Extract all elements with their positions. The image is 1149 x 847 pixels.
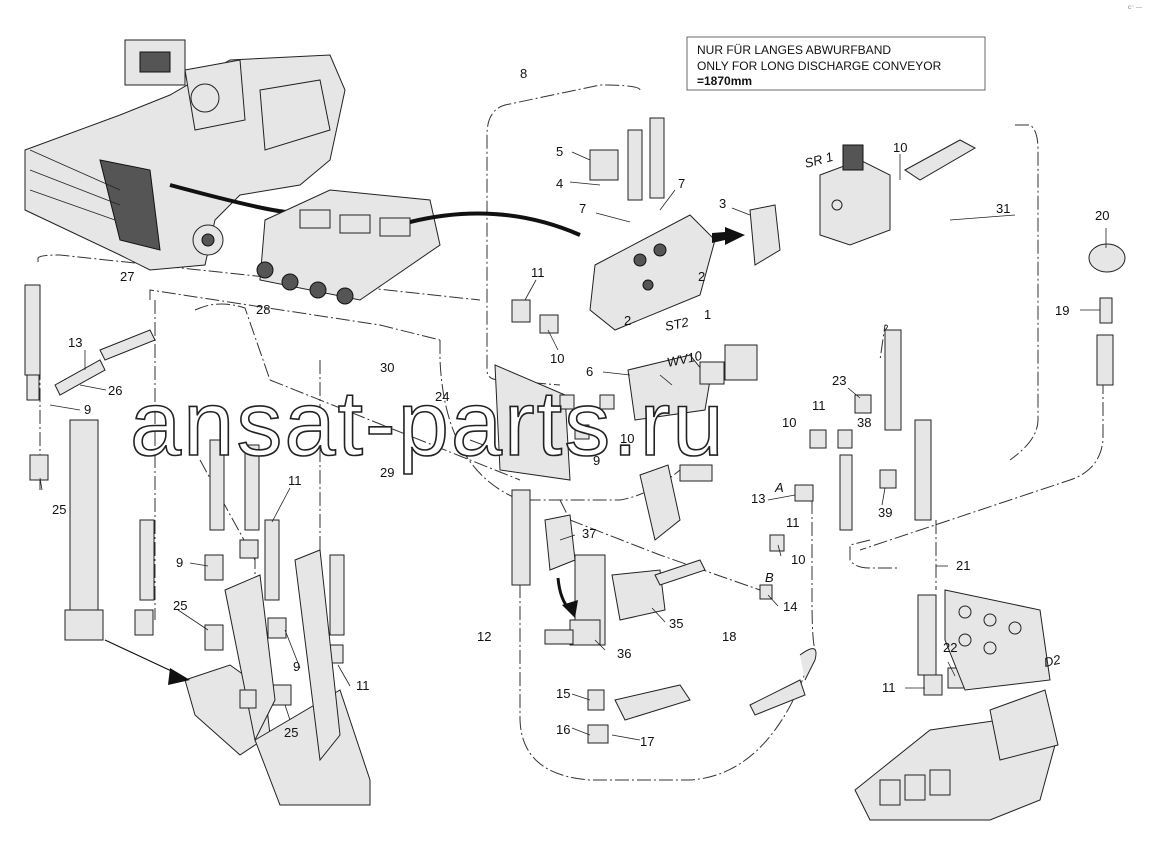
fittings (24, 284, 967, 744)
callout-10: 10 (782, 415, 796, 430)
callout-38: 38 (857, 415, 871, 430)
callout-7: 7 (678, 176, 685, 191)
callout-25: 25 (173, 598, 187, 613)
control-valve-bank (256, 189, 441, 305)
callout-25: 25 (284, 725, 298, 740)
arrowhead-frame (168, 668, 190, 685)
leader-lines (39, 151, 1107, 741)
callout-17: 17 (640, 734, 654, 749)
arrow-to-st2 (712, 227, 745, 245)
callout-10: 10 (620, 431, 634, 446)
callout-35: 35 (669, 616, 683, 631)
callout-10: 10 (893, 140, 907, 155)
callout-2: 2 (624, 313, 631, 328)
mounting-frame (184, 549, 371, 806)
callout-11: 11 (356, 678, 370, 693)
note-line-3: =1870mm (697, 74, 752, 88)
tag-b: B (765, 570, 774, 585)
callout-9: 9 (84, 402, 91, 417)
valve-wv10 (627, 344, 758, 421)
callout-37: 37 (582, 526, 596, 541)
callout-13: 13 (68, 335, 82, 350)
callout-16: 16 (556, 722, 570, 737)
corner-mark: c⁻ --- (1128, 5, 1142, 11)
callout-9: 9 (593, 453, 600, 468)
callout-15: 15 (556, 686, 570, 701)
callout-12: 12 (477, 629, 491, 644)
pressure-gauge (1088, 243, 1126, 386)
tag-a: A (774, 480, 784, 495)
callout-6: 6 (586, 364, 593, 379)
callout-29: 29 (380, 465, 394, 480)
callout-39: 39 (878, 505, 892, 520)
callout-9: 9 (293, 659, 300, 674)
callout-13: 13 (751, 491, 765, 506)
callout-24: 24 (435, 389, 449, 404)
note-line-1: NUR FÜR LANGES ABWURFBAND (697, 43, 891, 57)
callout-14: 14 (783, 599, 797, 614)
callout-31: 31 (996, 201, 1010, 216)
callout-11: 11 (812, 398, 826, 413)
callout-10: 10 (791, 552, 805, 567)
valve-st2 (589, 117, 781, 331)
callout-36: 36 (617, 646, 631, 661)
tag-wv10: WV10 (666, 348, 704, 370)
callout-25: 25 (52, 502, 66, 517)
watermark: ansat-parts.ru (130, 373, 726, 475)
callout-2: 2 (698, 269, 705, 284)
callout-5: 5 (556, 144, 563, 159)
callout-9: 9 (176, 555, 183, 570)
machine-illustration (24, 39, 346, 271)
callout-23: 23 (832, 373, 846, 388)
callout-8: 8 (520, 66, 527, 81)
callout-26: 26 (108, 383, 122, 398)
valve-sr1 (819, 139, 977, 246)
note-box (686, 36, 986, 91)
callout-4: 4 (556, 176, 563, 191)
callout-22: 22 (943, 640, 957, 655)
callout-21: 21 (956, 558, 970, 573)
callout-20: 20 (1095, 208, 1109, 223)
callout-11: 11 (786, 515, 800, 530)
callout-11: 11 (531, 265, 545, 280)
note-line-2: ONLY FOR LONG DISCHARGE CONVEYOR (697, 59, 942, 73)
callout-27: 27 (120, 269, 134, 284)
callout-11: 11 (882, 680, 896, 695)
arrowhead-36 (562, 600, 578, 618)
callout-1: 1 (704, 307, 711, 322)
callout-18: 18 (722, 629, 736, 644)
leader-arrow-frame (104, 639, 181, 676)
tag-st2: ST2 (664, 314, 691, 334)
callout-7: 7 (579, 201, 586, 216)
callout-labels: 8 5 4 7 7 3 2 2 1 10 31 20 19 27 28 30 1… (52, 66, 1109, 749)
tag-d2: D2 (1043, 652, 1063, 670)
callout-19: 19 (1055, 303, 1069, 318)
callout-28: 28 (256, 302, 270, 317)
callout-30: 30 (380, 360, 394, 375)
callout-3: 3 (719, 196, 726, 211)
callout-10: 10 (550, 351, 564, 366)
leader-arrow-valve (409, 211, 581, 237)
tag-sr1: SR 1 (803, 149, 835, 171)
callout-11: 11 (288, 473, 302, 488)
manifold-d2 (854, 589, 1059, 821)
